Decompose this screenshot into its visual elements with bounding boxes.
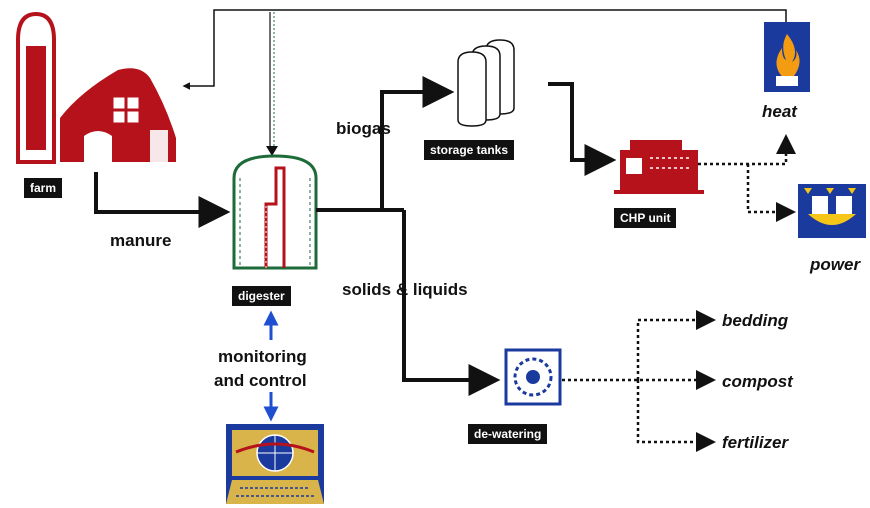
digester-tank-icon <box>232 154 318 270</box>
silo-icon <box>16 11 56 164</box>
and-control-label: and control <box>214 371 307 390</box>
heat-return-line <box>182 9 787 90</box>
power-icon <box>798 184 866 238</box>
storage-to-chp-arrow <box>548 82 617 176</box>
chp-output-dotted-lines <box>698 134 796 222</box>
digester-tag: digester <box>232 286 291 306</box>
heat-label: heat <box>762 102 797 121</box>
monitoring-label: monitoring <box>218 347 307 366</box>
dewatering-icon <box>504 348 562 406</box>
digester-output-lines <box>316 76 501 396</box>
barn-icon <box>60 68 176 162</box>
storage-tanks-icon <box>457 39 515 127</box>
manure-arrow <box>94 172 231 228</box>
solids-liquids-label: solids & liquids <box>342 280 468 299</box>
power-label: power <box>810 255 861 274</box>
farm-tag: farm <box>24 178 63 198</box>
fertilizer-label: fertilizer <box>722 433 789 452</box>
manure-label: manure <box>110 231 172 250</box>
computer-icon <box>226 424 324 504</box>
bedding-label: bedding <box>722 311 789 330</box>
chp-engine-icon <box>614 140 704 194</box>
dewatering-output-dotted-lines <box>562 310 716 452</box>
flame-icon <box>764 22 810 92</box>
storage-tanks-tag: storage tanks <box>424 140 515 160</box>
chp-unit-tag: CHP unit <box>614 208 677 228</box>
biogas-label: biogas <box>336 119 391 138</box>
de-watering-tag: de-watering <box>468 424 548 444</box>
compost-label: compost <box>722 372 793 391</box>
heat-to-digester-line <box>266 12 278 156</box>
